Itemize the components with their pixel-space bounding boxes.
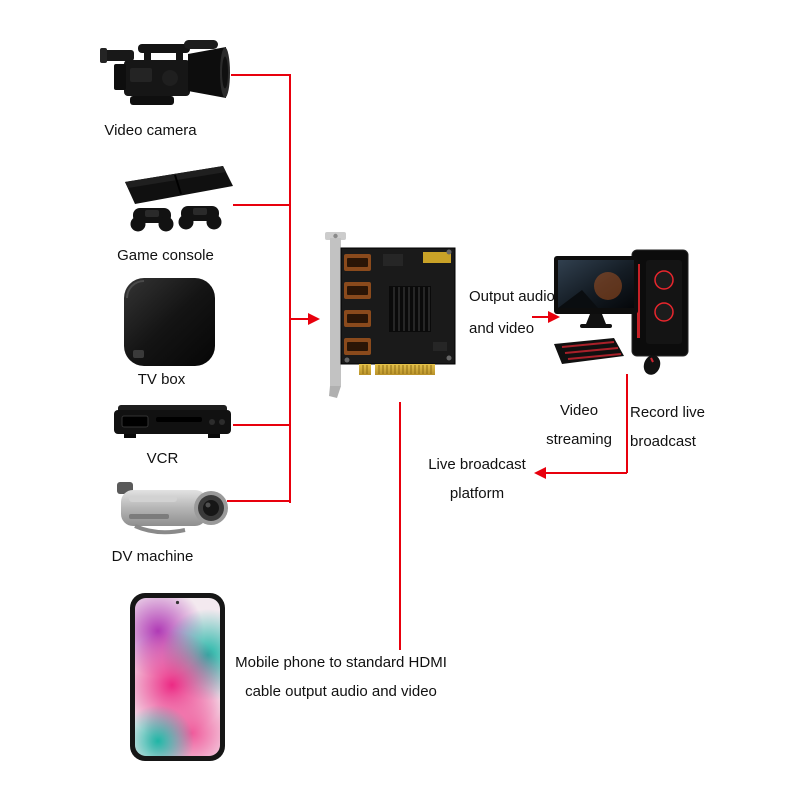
dv-machine-image [115, 476, 230, 538]
game-console-image [115, 160, 240, 240]
mobile-phone-note-line2: cable output audio and video [245, 683, 437, 700]
video-camera-label: Video camera [104, 122, 197, 139]
arrowhead-to-pc [548, 311, 560, 323]
connector-camera-stub [231, 74, 289, 76]
video-streaming-label: Video streaming [538, 396, 620, 454]
output-audio-video-line1: Output audio [469, 288, 555, 305]
connector-card-to-pc-line [532, 316, 549, 318]
arrowhead-to-platform [534, 467, 546, 479]
connector-to-platform-line [546, 472, 627, 474]
live-broadcast-platform-line2: platform [449, 485, 505, 502]
video-streaming-line1: Video [559, 402, 599, 419]
connector-trunk-line [289, 74, 291, 503]
vcr-image [110, 400, 235, 445]
mobile-phone-image [130, 593, 225, 761]
output-audio-video-label: Output audio and video [469, 281, 555, 345]
tv-box-label: TV box [137, 371, 186, 388]
connector-vcr-stub [233, 424, 289, 426]
connector-card-to-phone-line [399, 402, 401, 650]
record-live-broadcast-line1: Record live [630, 404, 706, 421]
tv-box-image [122, 276, 217, 368]
computer-image [552, 248, 697, 376]
mobile-phone-note-line1: Mobile phone to standard HDMI [235, 654, 447, 671]
connector-pc-down-line [626, 374, 628, 473]
live-broadcast-platform-label: Live broadcast platform [421, 450, 533, 508]
capture-card-image [325, 226, 475, 404]
arrowhead-into-card [308, 313, 320, 325]
video-streaming-line2: streaming [546, 431, 612, 448]
video-camera-image [100, 38, 235, 118]
record-live-broadcast-line2: broadcast [630, 433, 696, 450]
mobile-phone-note: Mobile phone to standard HDMI cable outp… [224, 648, 458, 706]
output-audio-video-line2: and video [469, 320, 535, 337]
record-live-broadcast-label: Record live broadcast [630, 398, 705, 456]
game-console-label: Game console [117, 247, 214, 264]
connector-into-card-line [291, 318, 309, 320]
connector-console-stub [233, 204, 289, 206]
live-broadcast-platform-line1: Live broadcast [428, 456, 526, 473]
connector-dv-stub [227, 500, 289, 502]
dv-machine-label: DV machine [111, 548, 194, 565]
vcr-label: VCR [146, 450, 179, 467]
